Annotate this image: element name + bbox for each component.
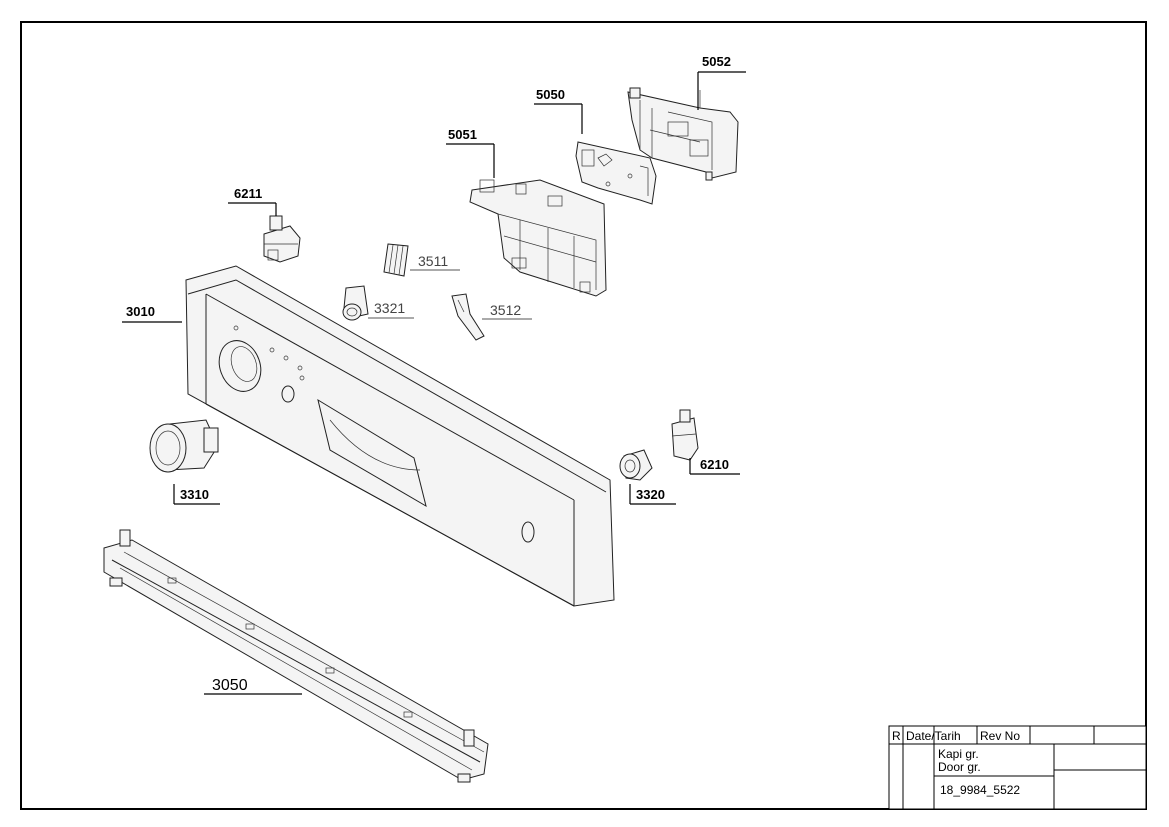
part-3010-control-panel <box>185 265 615 607</box>
title-block-group-tr: Kapi gr. <box>938 747 979 761</box>
label-5052: 5052 <box>702 54 731 69</box>
part-6210-switch <box>671 409 699 461</box>
part-6211-switch <box>263 215 301 263</box>
drawing-frame <box>20 21 1147 810</box>
part-3512-lever <box>451 293 485 341</box>
title-block-date-header: Date/Tarih <box>906 729 961 743</box>
label-3512: 3512 <box>490 302 521 318</box>
label-3511: 3511 <box>418 253 448 269</box>
label-5050: 5050 <box>536 87 565 102</box>
label-3010: 3010 <box>126 304 155 319</box>
title-block-rev-header: Rev No <box>980 729 1020 743</box>
title-block-rev-col: R <box>892 729 901 743</box>
label-3320: 3320 <box>636 487 665 502</box>
part-3320-small-knob <box>619 449 653 481</box>
label-3310: 3310 <box>180 487 209 502</box>
part-5052-bracket <box>627 87 739 181</box>
label-3050: 3050 <box>212 677 248 694</box>
label-6211: 6211 <box>234 186 262 201</box>
title-block-group-en: Door gr. <box>938 760 981 774</box>
part-5050-circuit-board <box>575 141 657 205</box>
label-3321: 3321 <box>374 300 405 316</box>
title-block-drawing-no: 18_9984_5522 <box>940 783 1020 797</box>
title-block: R Date/Tarih Rev No Kapi gr. Door gr. 18… <box>888 725 1147 810</box>
label-6210: 6210 <box>700 457 729 472</box>
part-3511-light-guide <box>383 243 409 277</box>
part-3310-knob <box>149 419 219 473</box>
part-3321-button <box>342 285 369 321</box>
part-3050-rail <box>103 529 489 783</box>
part-5051-housing <box>469 179 607 297</box>
label-5051: 5051 <box>448 127 477 142</box>
